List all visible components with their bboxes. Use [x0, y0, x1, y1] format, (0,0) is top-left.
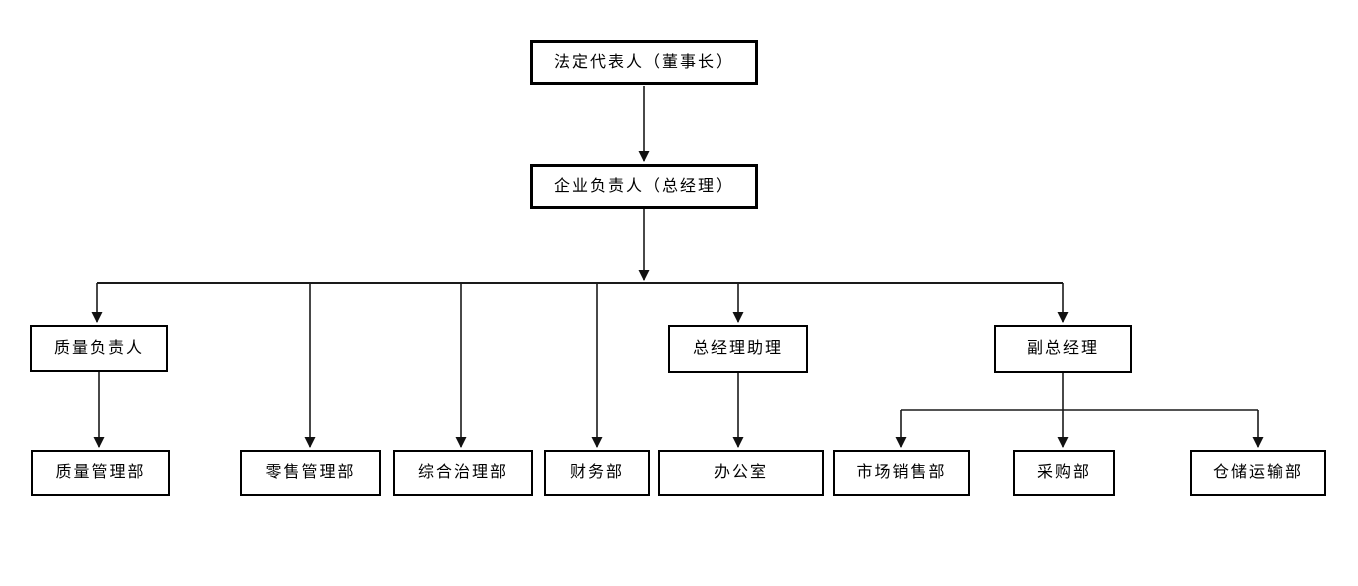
org-node-quality-mgmt-dept-label: 质量管理部 [55, 464, 146, 481]
org-node-finance-dept: 财务部 [544, 450, 650, 496]
org-node-office-label: 办公室 [713, 464, 768, 481]
org-node-gm-assistant-label: 总经理助理 [692, 340, 783, 357]
org-node-gm-assistant: 总经理助理 [668, 325, 808, 373]
org-node-market-sales-dept: 市场销售部 [833, 450, 970, 496]
org-node-purchasing-dept-label: 采购部 [1036, 464, 1091, 481]
org-node-market-sales-dept-label: 市场销售部 [856, 464, 947, 481]
org-node-quality-mgmt-dept: 质量管理部 [31, 450, 170, 496]
org-node-deputy-gm: 副总经理 [994, 325, 1132, 373]
org-node-quality-lead-label: 质量负责人 [53, 339, 144, 357]
org-node-comprehensive-governance-dept-label: 综合治理部 [417, 464, 508, 481]
org-node-office: 办公室 [658, 450, 824, 496]
org-node-chairman: 法定代表人（董事长） [530, 40, 758, 85]
org-node-quality-lead: 质量负责人 [30, 325, 168, 372]
org-node-finance-dept-label: 财务部 [569, 464, 624, 481]
org-node-warehouse-transport-dept: 仓储运输部 [1190, 450, 1326, 496]
org-node-deputy-gm-label: 副总经理 [1026, 340, 1099, 357]
org-node-warehouse-transport-dept-label: 仓储运输部 [1212, 464, 1303, 481]
org-node-chairman-label: 法定代表人（董事长） [553, 53, 734, 71]
connector-group [91, 86, 1264, 448]
org-node-retail-mgmt-dept-label: 零售管理部 [265, 464, 356, 481]
org-node-retail-mgmt-dept: 零售管理部 [240, 450, 381, 496]
org-node-purchasing-dept: 采购部 [1013, 450, 1115, 496]
org-node-comprehensive-governance-dept: 综合治理部 [393, 450, 533, 496]
org-node-general-manager: 企业负责人（总经理） [530, 164, 758, 209]
org-node-general-manager-label: 企业负责人（总经理） [553, 177, 734, 195]
